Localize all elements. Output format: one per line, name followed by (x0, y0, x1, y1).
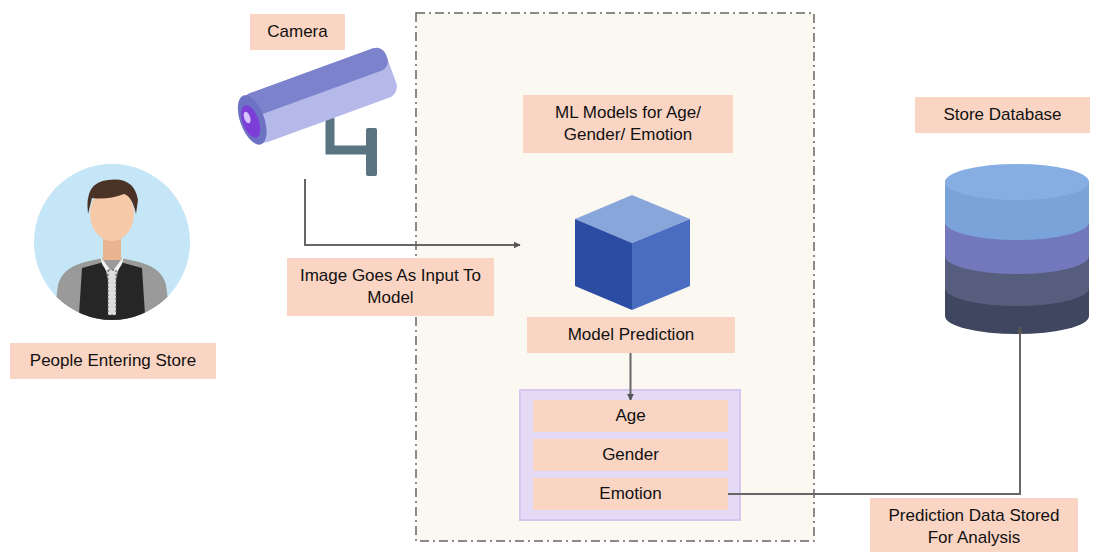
camera-body-top (240, 45, 391, 120)
camera-mount (330, 118, 370, 150)
camera-lens-glint (242, 111, 252, 124)
edge-label: Image Goes As Input To Model (287, 258, 494, 316)
person-hair (87, 179, 138, 214)
database-icon (945, 164, 1089, 334)
label-box: Model Prediction (527, 317, 735, 353)
prediction-box: Age (533, 400, 728, 432)
prediction-box: Emotion (533, 478, 728, 510)
person-shirt (52, 256, 172, 330)
camera-node: Camera (235, 14, 395, 179)
model-cube (575, 195, 690, 310)
person-vest (78, 262, 146, 330)
connector-line (728, 327, 1020, 494)
prediction-box: Gender (533, 439, 728, 471)
label-box: ML Models for Age/ Gender/ Emotion (523, 95, 733, 153)
prediction-panel (520, 390, 740, 520)
edge-label: Prediction Data Stored For Analysis (870, 498, 1078, 552)
connector-line (630, 353, 632, 400)
label-box: Store Database (915, 97, 1090, 133)
model-node: ML Models for Age/ Gender/ EmotionModel … (520, 95, 735, 353)
person-node: People Entering Store (10, 160, 216, 382)
label-box: Camera (250, 14, 345, 50)
database-node: Store Database (910, 97, 1095, 327)
camera-lens-ring (232, 91, 272, 148)
connector-line (305, 179, 520, 245)
person-tie (108, 270, 116, 315)
cube-left (575, 219, 632, 310)
camera-plate (366, 128, 377, 176)
box-text: Gender (602, 444, 659, 465)
camera-icon (232, 45, 400, 176)
db-top (945, 164, 1089, 200)
box-text: Emotion (599, 483, 661, 504)
camera-lens (237, 103, 264, 140)
cube-right (632, 219, 690, 310)
box-text: Age (615, 405, 645, 426)
person-icon (34, 164, 190, 330)
label-box: People Entering Store (10, 343, 216, 379)
person-neck (103, 238, 121, 260)
